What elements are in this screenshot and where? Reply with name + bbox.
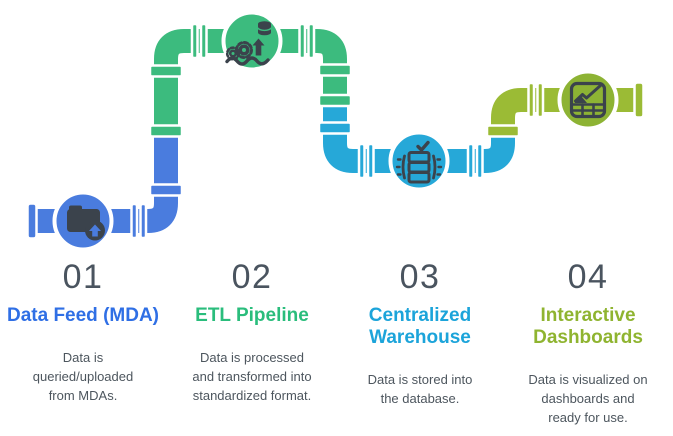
upload-arrow-glyph [89, 224, 101, 237]
step-column-1: 01 Data Feed (MDA) Data is queried/uploa… [0, 258, 168, 405]
pipe-coupling-band [148, 64, 184, 78]
step-number: 03 [399, 258, 441, 296]
step-title: Data Feed (MDA) [6, 305, 159, 326]
step-description: Data is stored into the database. [367, 372, 473, 406]
pipe-coupling-ring [199, 22, 208, 60]
pipe-coupling-ring [130, 202, 139, 240]
step-column-4: 04 Interactive Dashboards Data is visual… [503, 258, 673, 427]
step-description: Data is queried/uploaded from MDAs. [32, 350, 134, 403]
pipe-coupling-ring [190, 22, 199, 60]
step-title: ETL Pipeline [195, 305, 309, 326]
dashboard-chart-icon [569, 81, 607, 119]
pipe-segment-blue [30, 131, 178, 233]
etl-transform-icon [225, 21, 272, 66]
pipe-coupling-ring [298, 22, 307, 60]
step-column-3: 03 Centralized Warehouse Data is stored … [335, 258, 505, 408]
pipe-coupling-ring [527, 81, 536, 119]
step-number: 01 [62, 258, 104, 296]
pipe-coupling-ring [366, 142, 375, 180]
color-transition-band [317, 93, 353, 108]
pipe-coupling-band [317, 121, 353, 135]
color-transition-band [485, 124, 521, 138]
step-description: Data is processed and transformed into s… [192, 350, 312, 403]
pipe-coupling-ring [536, 81, 545, 119]
pipe-coupling-ring [357, 142, 366, 180]
step-number: 02 [231, 258, 273, 296]
step-title: Interactive Dashboards [533, 305, 643, 348]
step-number: 04 [567, 258, 609, 296]
step-column-2: 02 ETL Pipeline Data is processed and tr… [167, 258, 337, 405]
step-title: Centralized Warehouse [368, 305, 472, 348]
pipe-coupling-ring [307, 22, 316, 60]
pipe-flange-start [26, 202, 38, 240]
database-check-icon [395, 140, 443, 184]
pipe-segment-lime [491, 88, 641, 131]
step-node-2 [221, 10, 283, 72]
folder-upload-icon [67, 205, 105, 241]
pipe-flange-end [633, 81, 645, 119]
pipe-coupling-band [148, 183, 184, 197]
color-transition-band [148, 124, 184, 138]
pipe-coupling-ring [466, 142, 475, 180]
step-description: Data is visualized on dashboards and rea… [528, 372, 648, 425]
pipe-coupling-ring [139, 202, 148, 240]
pipe-coupling-ring [475, 142, 484, 180]
pipe-coupling-band [317, 63, 353, 77]
step-node-4 [557, 69, 619, 131]
